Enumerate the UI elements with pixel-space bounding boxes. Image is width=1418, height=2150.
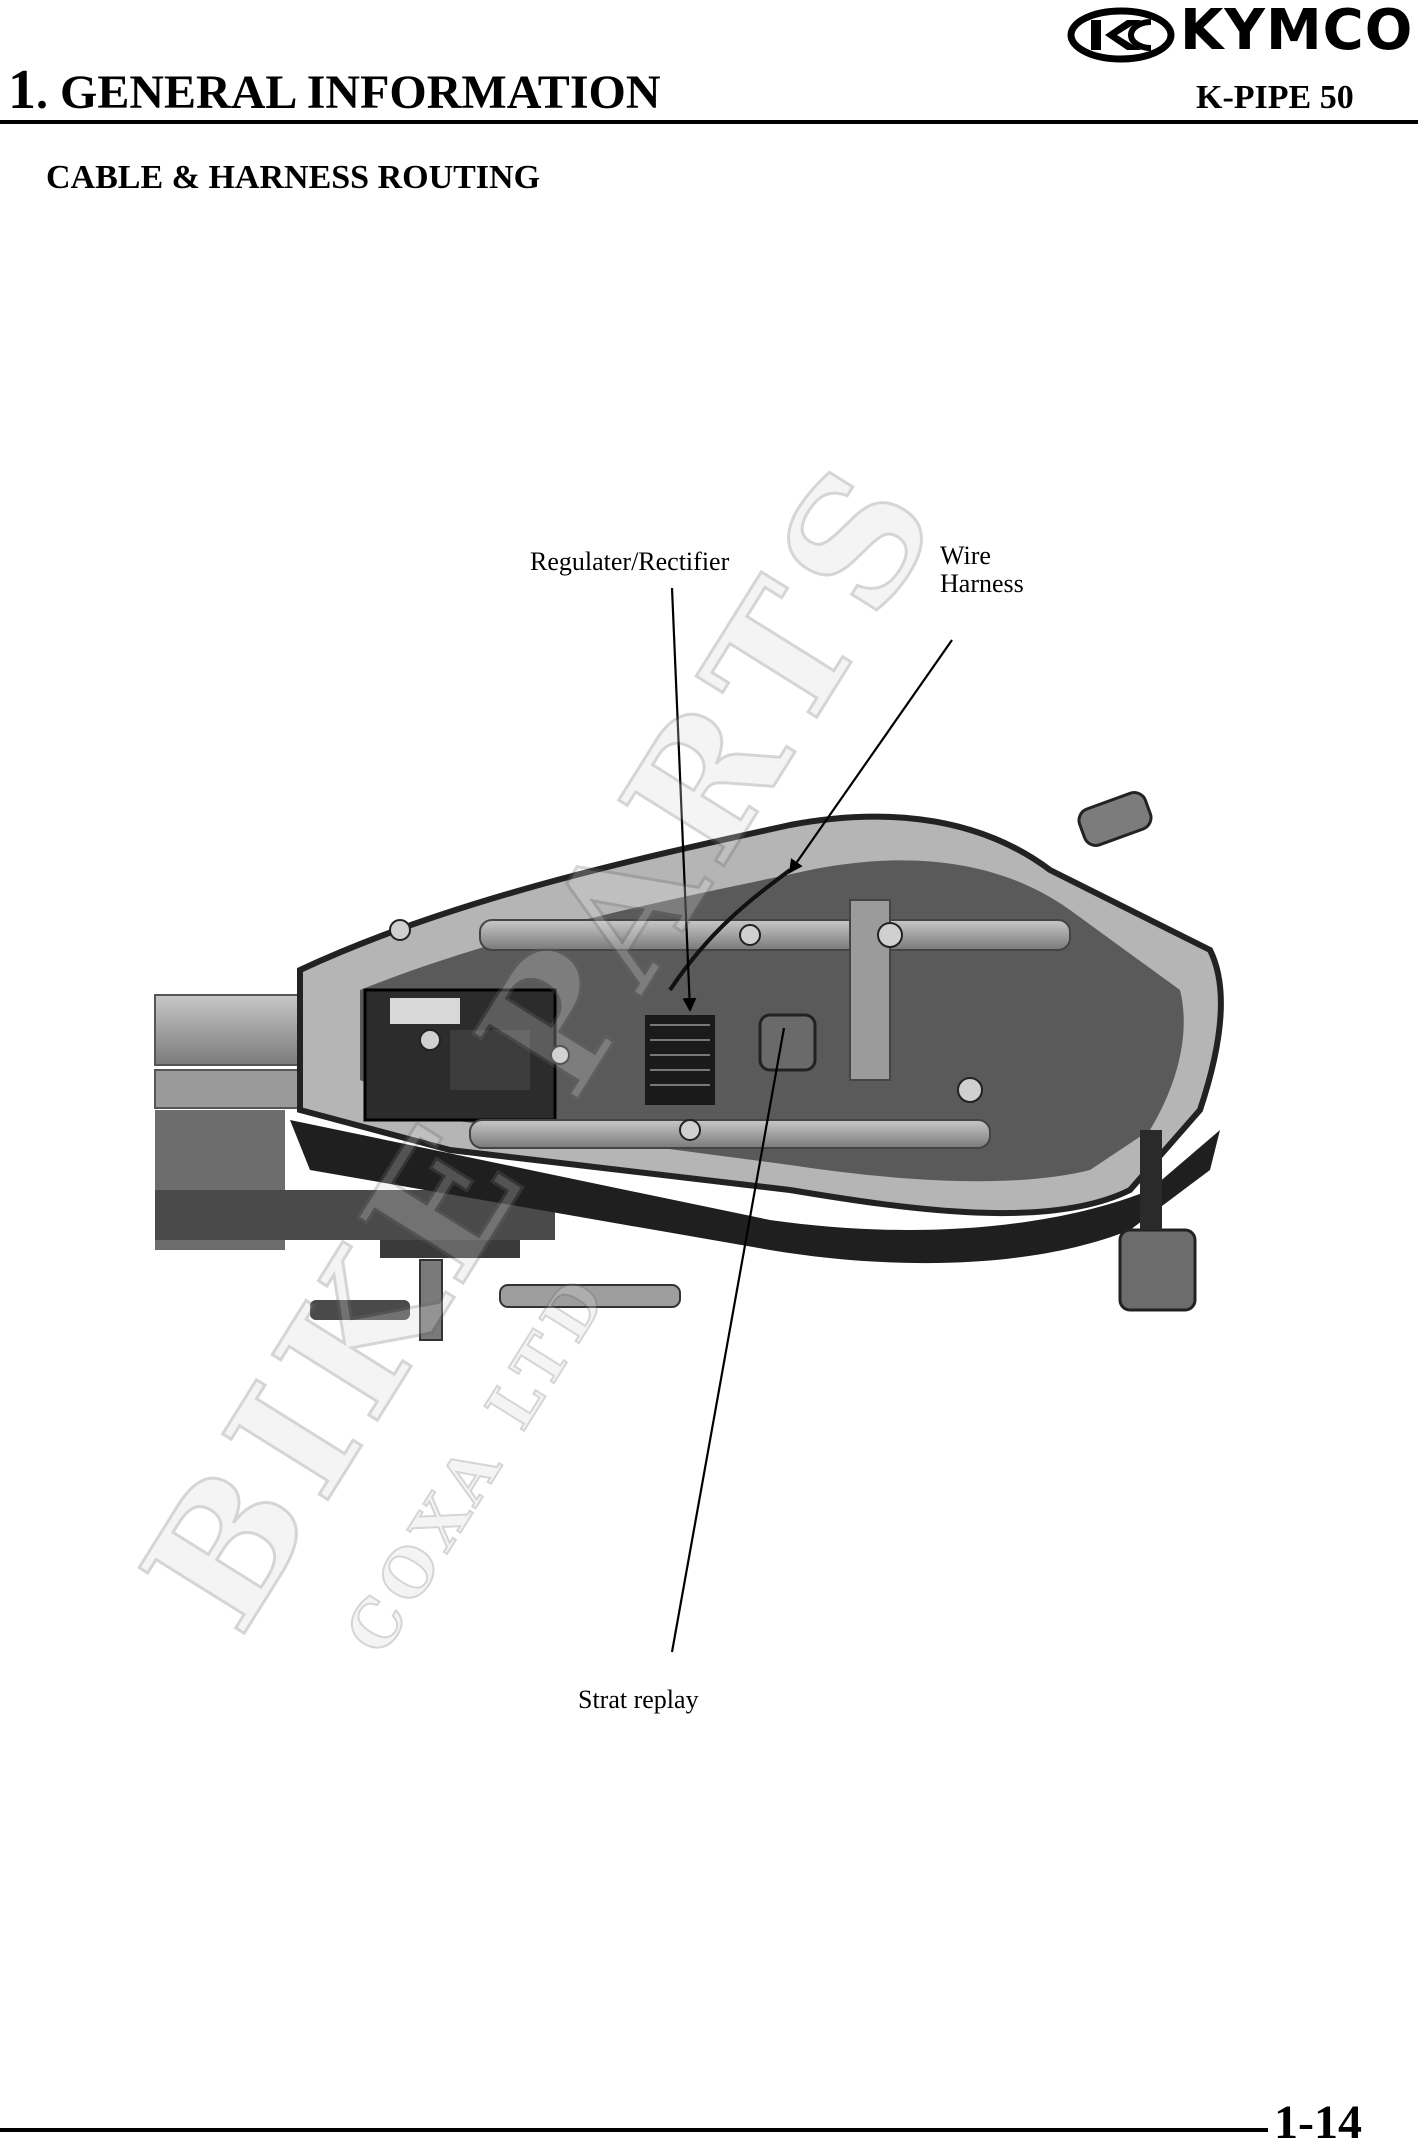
- chapter-number: 1: [8, 59, 36, 121]
- model-name: K-PIPE 50: [1196, 79, 1354, 116]
- callout-start-relay: Strat replay: [578, 1685, 699, 1714]
- callout-regulator-rectifier: Regulater/Rectifier: [530, 547, 730, 576]
- section-title: CABLE & HARNESS ROUTING: [46, 159, 541, 196]
- chapter-title: 1. GENERAL INFORMATION: [8, 60, 661, 123]
- kymco-logo-icon: [1067, 7, 1175, 63]
- scooter-frame-photo: [154, 791, 1224, 1341]
- chapter-title-text: . GENERAL INFORMATION: [36, 66, 661, 119]
- brand-wordmark: KYMCO: [1180, 0, 1414, 63]
- callout-wire-harness-line2: Harness: [940, 569, 1024, 598]
- footer-divider: [0, 2128, 1268, 2132]
- header-divider: [0, 120, 1418, 124]
- page-number: 1-14: [1274, 2096, 1362, 2149]
- callout-wire-harness: Wire Harness: [940, 542, 1024, 598]
- callout-wire-harness-line1: Wire: [940, 541, 991, 570]
